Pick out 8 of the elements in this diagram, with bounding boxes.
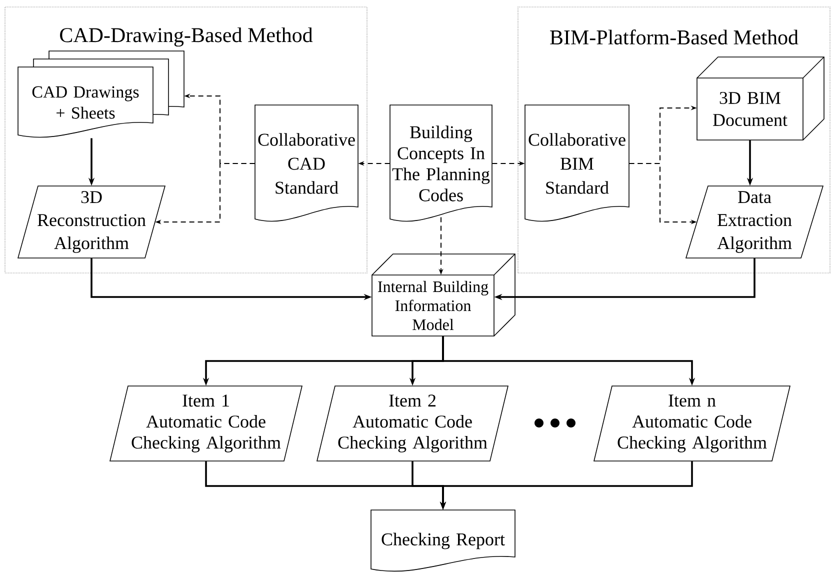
process-parallelogram: Item 1 Automatic Code Checking Algorithm [110, 386, 303, 462]
cube-box: 3D BIM Document [696, 56, 824, 140]
document-stack: CAD Drawings + Sheets [18, 50, 184, 138]
process-parallelogram: Item 2 Automatic Code Checking Algorithm [316, 386, 509, 462]
cube-box: Internal Building Information Model [372, 254, 516, 336]
process-parallelogram: Item n Automatic Code Checking Algorithm [594, 386, 790, 462]
group-title: CAD-Drawing-Based Method [60, 27, 313, 47]
group-title: BIM-Platform-Based Method [550, 30, 798, 44]
